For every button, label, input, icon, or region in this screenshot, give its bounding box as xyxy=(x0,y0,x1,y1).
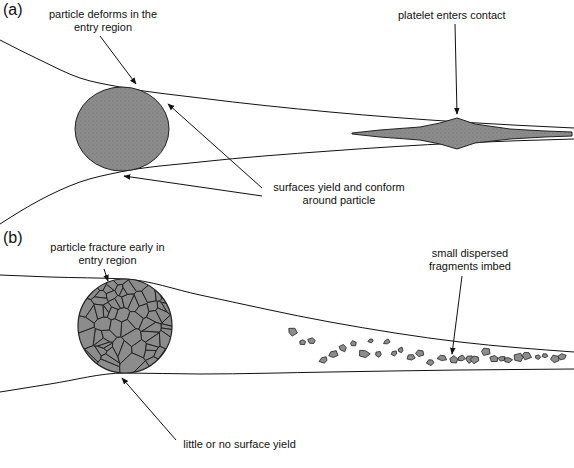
small-fragment xyxy=(351,341,357,346)
small-fragment xyxy=(542,354,548,358)
particle xyxy=(75,87,169,171)
fragment xyxy=(121,319,136,337)
small-fragment xyxy=(339,344,346,351)
leader-arrow xyxy=(168,104,262,188)
small-fragment xyxy=(407,355,415,360)
fragment xyxy=(70,270,100,300)
leader-arrow xyxy=(122,378,176,440)
fragment xyxy=(142,322,161,332)
small-fragment xyxy=(514,353,523,361)
small-fragment xyxy=(329,351,338,358)
small-fragment xyxy=(498,356,505,361)
fragment xyxy=(155,270,180,299)
fragment xyxy=(159,285,180,306)
callout-label: little or no surface yield xyxy=(172,438,307,451)
small-fragment xyxy=(505,358,513,363)
fragment xyxy=(94,304,104,319)
fragment xyxy=(70,293,94,317)
small-fragment xyxy=(376,352,382,358)
small-fragment xyxy=(558,354,566,360)
panel-label: (a) xyxy=(3,1,43,19)
callout-label: particle deforms in the entry region xyxy=(38,8,168,34)
fragment xyxy=(146,344,159,351)
fragment xyxy=(128,270,159,291)
callout-label: platelet enters contact xyxy=(398,9,548,22)
fractured-particle xyxy=(70,270,180,380)
small-fragment xyxy=(398,347,403,353)
surface-line xyxy=(0,275,574,352)
fragment xyxy=(145,357,180,380)
leader-arrow xyxy=(452,276,462,354)
callout-label: surfaces yield and conform around partic… xyxy=(264,181,414,207)
fragment xyxy=(119,287,127,296)
fragment xyxy=(70,349,98,380)
small-fragment xyxy=(450,356,458,363)
fragment xyxy=(120,353,146,380)
surface-line xyxy=(0,369,574,392)
small-fragment xyxy=(482,348,490,355)
fragment xyxy=(94,338,110,346)
panel-label: (b) xyxy=(3,229,43,247)
fragment xyxy=(109,319,121,338)
small-fragment xyxy=(458,355,465,361)
callout-label: particle fracture early in entry region xyxy=(40,241,175,267)
platelet xyxy=(352,118,572,149)
small-fragment xyxy=(384,339,390,344)
leader-arrow xyxy=(124,176,262,196)
small-fragment xyxy=(300,340,306,345)
small-fragment xyxy=(308,338,316,344)
leader-arrow xyxy=(455,24,457,114)
small-fragment xyxy=(437,355,447,360)
fragment xyxy=(84,270,107,291)
small-fragment xyxy=(360,350,371,357)
small-fragment xyxy=(319,357,327,363)
leader-arrow xyxy=(100,36,136,84)
fragment xyxy=(158,349,180,380)
small-fragment xyxy=(536,355,541,360)
fragment xyxy=(135,304,149,319)
fragment xyxy=(94,317,111,331)
small-fragment xyxy=(368,339,373,343)
small-fragment xyxy=(391,351,396,356)
small-fragment xyxy=(522,352,531,359)
callout-label: small dispersed fragments imbed xyxy=(415,247,525,273)
small-fragment xyxy=(416,350,424,356)
particle-outline xyxy=(78,279,172,373)
small-fragment xyxy=(490,356,498,362)
fragment xyxy=(108,298,120,309)
small-fragment xyxy=(426,360,434,366)
leader-arrow xyxy=(104,269,108,281)
fragment xyxy=(106,347,120,363)
small-fragment xyxy=(289,328,298,336)
small-fragment xyxy=(470,356,479,364)
